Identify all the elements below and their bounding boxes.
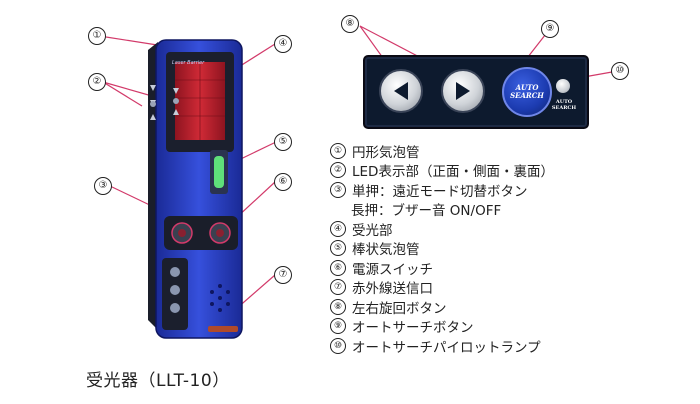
auto-search-label-1: AUTO [515,83,539,92]
left-turn-button[interactable] [379,69,423,113]
right-arrow-icon [456,82,470,100]
legend-row: 長押：ブザー音 ON/OFF [351,203,502,220]
leader-2a [102,81,143,107]
right-turn-button[interactable] [441,69,485,113]
callout-5: ⑤ [274,133,292,151]
callout-6: ⑥ [274,173,292,191]
callout-2: ② [88,73,106,91]
callout-9: ⑨ [541,20,559,38]
left-arrow-icon [394,82,408,100]
caption: 受光器（LLT-10） [86,371,230,391]
callout-10: ⑩ [611,62,629,80]
pilot-lamp [556,79,570,93]
callout-4: ④ [274,35,292,53]
callout-8: ⑧ [341,15,359,33]
auto-search-label-2: SEARCH [510,91,544,100]
callout-3: ③ [94,177,112,195]
control-panel: AUTO SEARCH AUTO SEARCH [363,55,589,129]
callout-7: ⑦ [274,266,292,284]
receiver-device [148,39,243,339]
auto-search-button[interactable]: AUTO SEARCH [502,67,552,117]
callout-1: ① [88,27,106,45]
lamp-label: AUTO SEARCH [551,99,577,111]
device-brand: Laser Barrier [172,60,205,66]
